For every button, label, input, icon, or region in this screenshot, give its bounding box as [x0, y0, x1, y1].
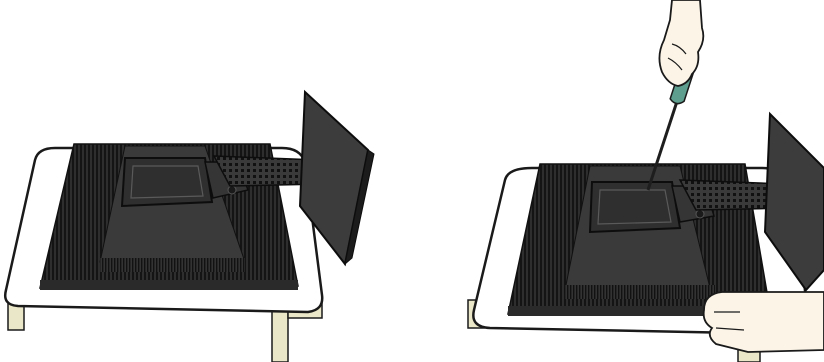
left-panel — [5, 92, 374, 362]
monitor-bottom-edge-left — [40, 280, 298, 290]
stand-base-left — [122, 158, 212, 206]
hand-icon — [704, 292, 824, 352]
hand-icon — [659, 0, 703, 86]
stand-vent-right — [565, 285, 715, 299]
hinge-pin-right — [696, 210, 704, 218]
stand-vent-left — [100, 258, 245, 272]
right-panel — [468, 0, 824, 362]
hinge-pin-left — [228, 186, 236, 194]
